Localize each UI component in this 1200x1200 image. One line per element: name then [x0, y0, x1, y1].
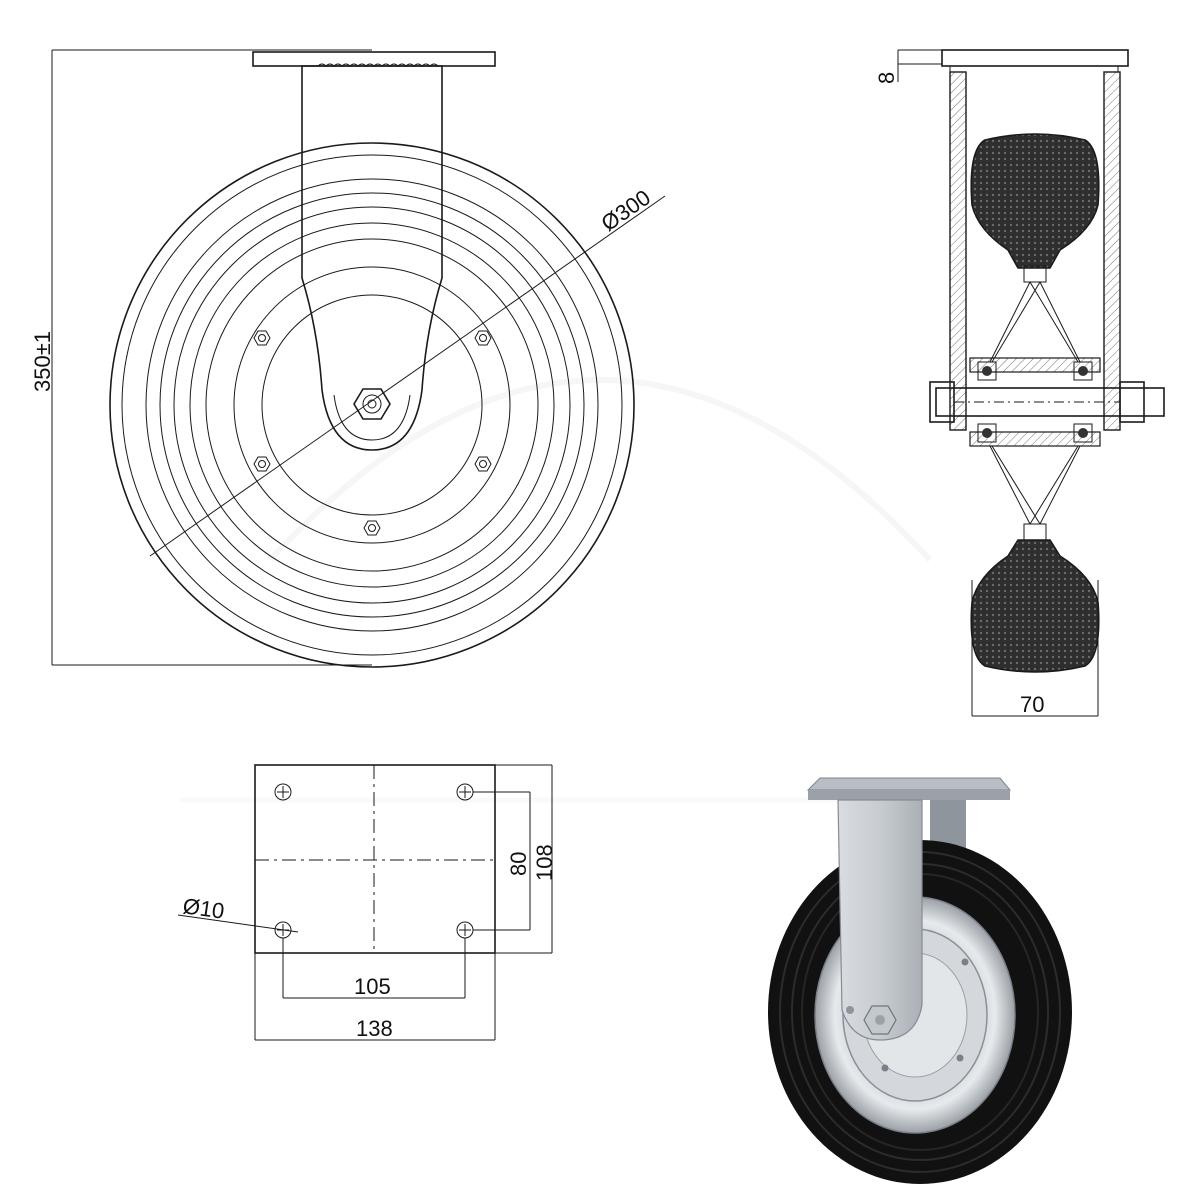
hub-bolts: [253, 330, 492, 536]
overall-height-label: 350±1: [30, 331, 55, 392]
plate-width-label: 138: [356, 1016, 393, 1041]
mounting-holes: [274, 783, 474, 939]
hole-diameter-label: Ø10: [181, 893, 226, 924]
hole-spacing-horizontal-label: 105: [354, 974, 391, 999]
wheel-diameter-label: Ø300: [597, 185, 655, 236]
side-section-view: 8 70: [874, 49, 1165, 717]
mounting-plate-view: Ø10 80 108 105 138: [177, 764, 557, 1041]
watermark: [180, 377, 933, 803]
caster-wheel-product-image: [768, 777, 1072, 1184]
wheel-width-label: 70: [1020, 692, 1044, 717]
plate-thickness-label: 8: [874, 72, 899, 84]
front-view: 350±1 Ø300: [30, 49, 666, 668]
plate-height-label: 108: [532, 844, 557, 881]
hole-spacing-vertical-label: 80: [506, 852, 531, 876]
